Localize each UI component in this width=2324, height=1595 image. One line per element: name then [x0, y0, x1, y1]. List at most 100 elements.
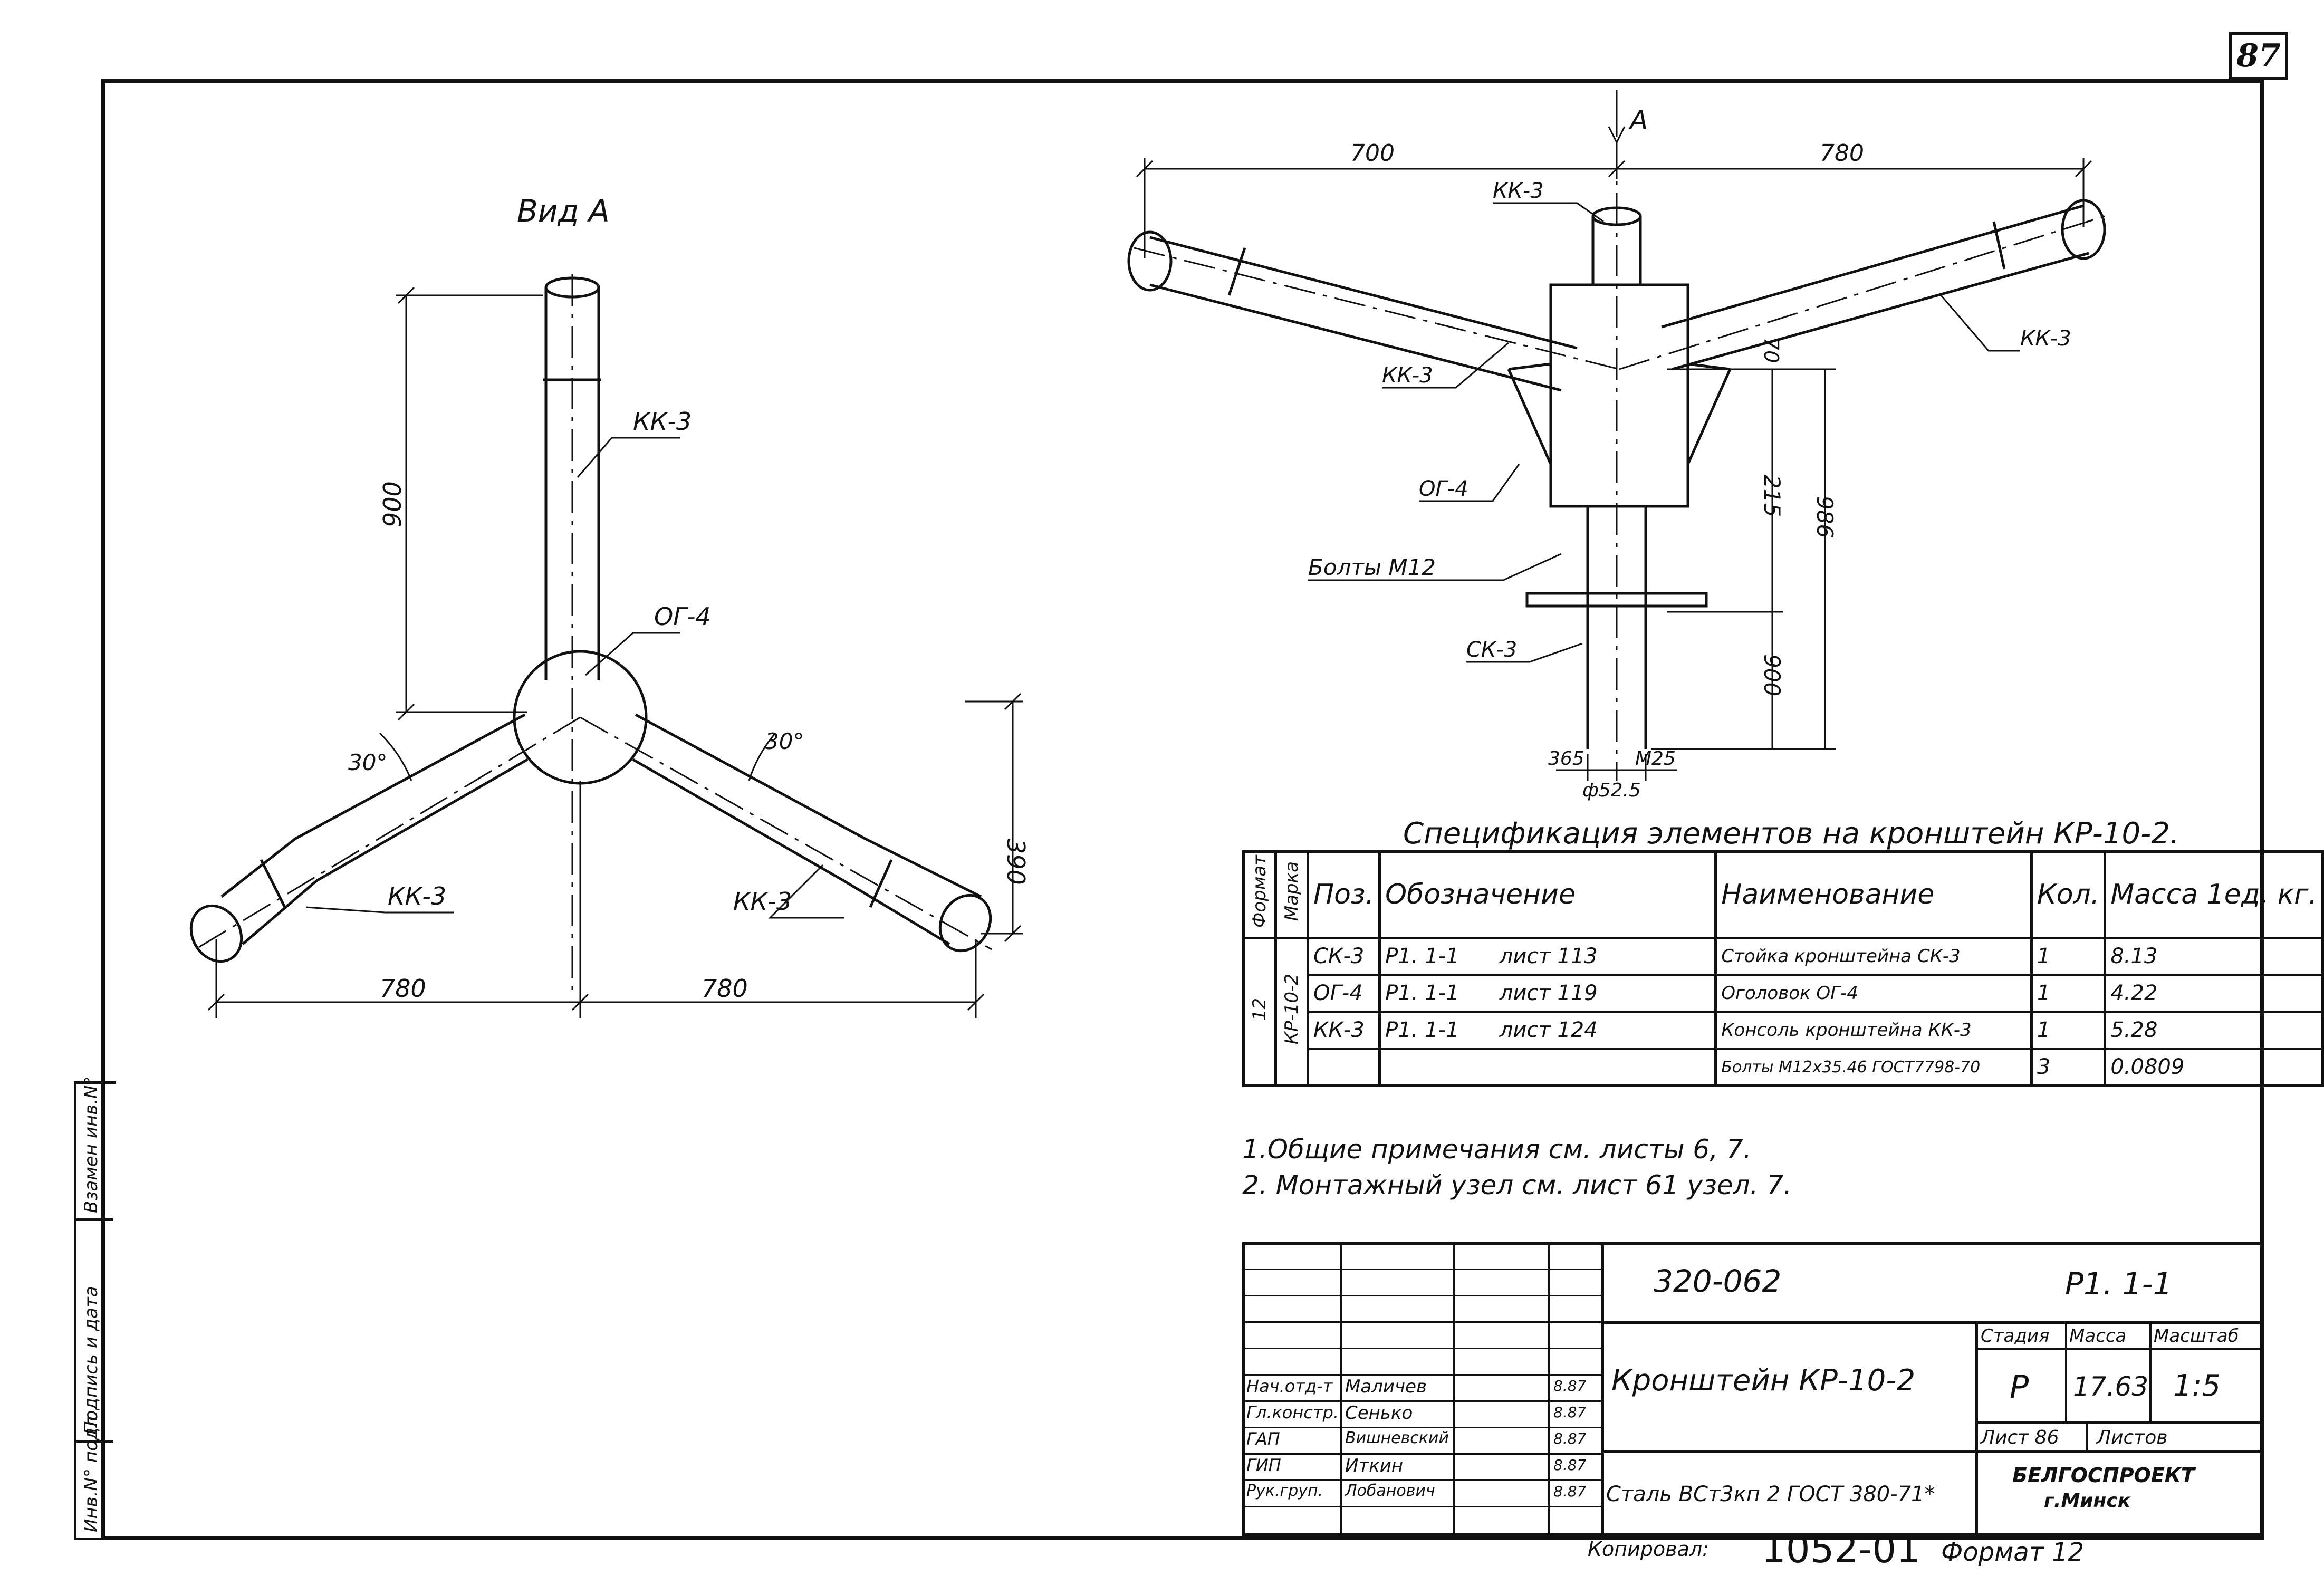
stamp-date: 8.87 [1553, 1483, 1587, 1500]
view-a-post-label: КК-3 [633, 407, 692, 436]
spec-title: Спецификация элементов на кронштейн КР-1… [1403, 816, 2179, 851]
spec-header-pos: Поз. [1306, 850, 1381, 939]
elevation-dim-986: 986 [1812, 496, 1838, 538]
spec-header-row: Формат Марка Поз. Обозначение Наименован… [1242, 850, 2324, 939]
elevation-dim-900: 900 [1759, 654, 1785, 696]
stamp-role: Гл.констр. [1246, 1402, 1339, 1423]
elevation-dim-right-span: 780 [1820, 140, 1864, 167]
spec-pos: КК-3 [1306, 1010, 1381, 1050]
view-a-head-label: ОГ-4 [654, 602, 711, 631]
stamp-org: БЕЛГОСПРОЕКТ [2012, 1464, 2195, 1487]
stamp-role: Нач.отд-т [1246, 1376, 1333, 1396]
view-a-dim-vertical: 900 [378, 481, 407, 527]
spec-pos [1306, 1047, 1381, 1087]
elevation-dim-m25: М25 [1635, 748, 1676, 770]
spec-mass: 8.13 [2104, 936, 2324, 976]
elevation-dim-left-span: 700 [1350, 140, 1395, 167]
note-2: 2. Монтажный узел см. лист 61 узел. 7. [1242, 1170, 1792, 1200]
spec-row: Болты М12х35.46 ГОСТ7798-70 3 0.0809 [1244, 1047, 2324, 1087]
spec-pos: СК-3 [1306, 936, 1381, 976]
elevation-left-arm-label: КК-3 [1382, 363, 1433, 388]
view-a-right-arm-label: КК-3 [733, 887, 792, 916]
spec-name: Стойка кронштейна СК-3 [1714, 936, 2033, 976]
stamp-doc-number: 320-062 [1654, 1263, 1782, 1299]
spec-pos: ОГ-4 [1306, 973, 1381, 1013]
stamp-person-name: Сенько [1345, 1402, 1413, 1424]
spec-row: КК-3 Р1. 1-1 лист 124 Консоль кронштейна… [1244, 1010, 2324, 1050]
elevation-dim-215: 215 [1759, 475, 1785, 517]
stamp-stage: Р [2010, 1369, 2029, 1406]
footer-format: Формат 12 [1941, 1538, 2085, 1567]
spec-row: 12 КР-10-2 СК-3 Р1. 1-1 лист 113 Стойка … [1242, 936, 2324, 1087]
view-a-dim-right-height: 390 [1002, 839, 1030, 885]
elevation-top-label: КК-3 [1493, 179, 1544, 203]
spec-row: ОГ-4 Р1. 1-1 лист 119 Оголовок ОГ-4 1 4.… [1244, 973, 2324, 1013]
view-a-angle-left: 30° [348, 750, 387, 775]
spec-mass: 5.28 [2104, 1010, 2324, 1050]
spec-designation: Р1. 1-1 лист 124 [1378, 1010, 1717, 1050]
binding-cell-sign: Подпись и дата [76, 1221, 113, 1443]
stamp-person-name: Иткин [1345, 1455, 1404, 1476]
footer-number: 1052-01 [1762, 1527, 1920, 1571]
spec-mark-cell: КР-10-2 [1274, 936, 1309, 1087]
elevation-dim-365: 365 [1548, 748, 1584, 770]
stamp-person-name: Маличев [1345, 1376, 1427, 1397]
view-a-angle-right: 30° [765, 728, 804, 754]
view-a-dim-left-span: 780 [380, 974, 426, 1003]
stamp-date: 8.87 [1553, 1377, 1587, 1395]
stamp-mass: 17.63 [2073, 1371, 2149, 1402]
stamp-person-name: Вишневский [1345, 1429, 1449, 1447]
spec-header-mass: Масса 1ед, кг. [2104, 850, 2324, 939]
spec-header-name: Наименование [1714, 850, 2033, 939]
stamp-date: 8.87 [1553, 1430, 1587, 1447]
stamp-sheets-label: Листов [2097, 1427, 2168, 1448]
stamp-material: Сталь ВСт3кп 2 ГОСТ 380-71* [1606, 1482, 1935, 1506]
spec-qty: 1 [2030, 1010, 2107, 1050]
sheet-number: 87 [2229, 32, 2288, 80]
elevation-view-marker: А [1628, 105, 1648, 136]
spec-table: Формат Марка Поз. Обозначение Наименован… [1242, 850, 2324, 1087]
spec-mass: 0.0809 [2104, 1047, 2324, 1087]
stamp-date: 8.87 [1553, 1456, 1587, 1474]
title-block: Нач.отд-т Маличев 8.87 Гл.констр. Сенько… [1242, 1242, 2260, 1536]
footer-copied-label: Копировал: [1588, 1538, 1709, 1561]
spec-designation: Р1. 1-1 лист 113 [1378, 936, 1717, 976]
spec-name: Болты М12х35.46 ГОСТ7798-70 [1714, 1047, 2033, 1087]
spec-qty: 1 [2030, 973, 2107, 1013]
elevation-dim-525: ф52.5 [1582, 780, 1641, 801]
view-a-title: Вид А [517, 193, 610, 229]
binding-strip: Взамен инв.N° Подпись и дата Инв.N° подл… [74, 1077, 116, 1540]
stamp-role: ГАП [1246, 1429, 1280, 1449]
stamp-role: ГИП [1246, 1455, 1281, 1475]
spec-header-mark: Марка [1274, 850, 1309, 939]
spec-designation: Р1. 1-1 лист 119 [1378, 973, 1717, 1013]
spec-qty: 1 [2030, 936, 2107, 976]
stamp-sheet-label: Лист 86 [1981, 1427, 2059, 1448]
stamp-date: 8.87 [1553, 1404, 1587, 1421]
spec-header-format: Формат [1242, 850, 1277, 939]
view-a-left-arm-label: КК-3 [388, 882, 446, 910]
spec-header-designation: Обозначение [1378, 850, 1717, 939]
stamp-scale-label: Масштаб [2154, 1325, 2239, 1347]
stamp-mass-label: Масса [2069, 1325, 2127, 1347]
stamp-city: г.Минск [2044, 1490, 2131, 1512]
spec-header-qty: Кол. [2030, 850, 2107, 939]
stamp-stage-label: Стадия [1981, 1325, 2050, 1347]
spec-mass: 4.22 [2104, 973, 2324, 1013]
binding-cell-inv: Инв.N° подл. [76, 1410, 113, 1540]
stamp-title: Кронштейн КР-10-2 [1611, 1363, 1916, 1398]
stamp-series: Р1. 1-1 [2065, 1266, 2173, 1302]
spec-format-cell: 12 [1242, 936, 1277, 1087]
note-1: 1.Общие примечания см. листы 6, 7. [1242, 1134, 1752, 1165]
elevation-post-label: СК-3 [1466, 638, 1517, 662]
spec-name: Оголовок ОГ-4 [1714, 973, 2033, 1013]
elevation-head-label: ОГ-4 [1419, 477, 1468, 501]
elevation-dim-70: 70 [1760, 338, 1783, 363]
spec-name: Консоль кронштейна КК-3 [1714, 1010, 2033, 1050]
drawing-frame [101, 79, 2264, 1540]
view-a-dim-right-span: 780 [702, 974, 748, 1003]
stamp-role: Рук.груп. [1246, 1482, 1323, 1500]
stamp-person-name: Лобанович [1345, 1482, 1435, 1500]
